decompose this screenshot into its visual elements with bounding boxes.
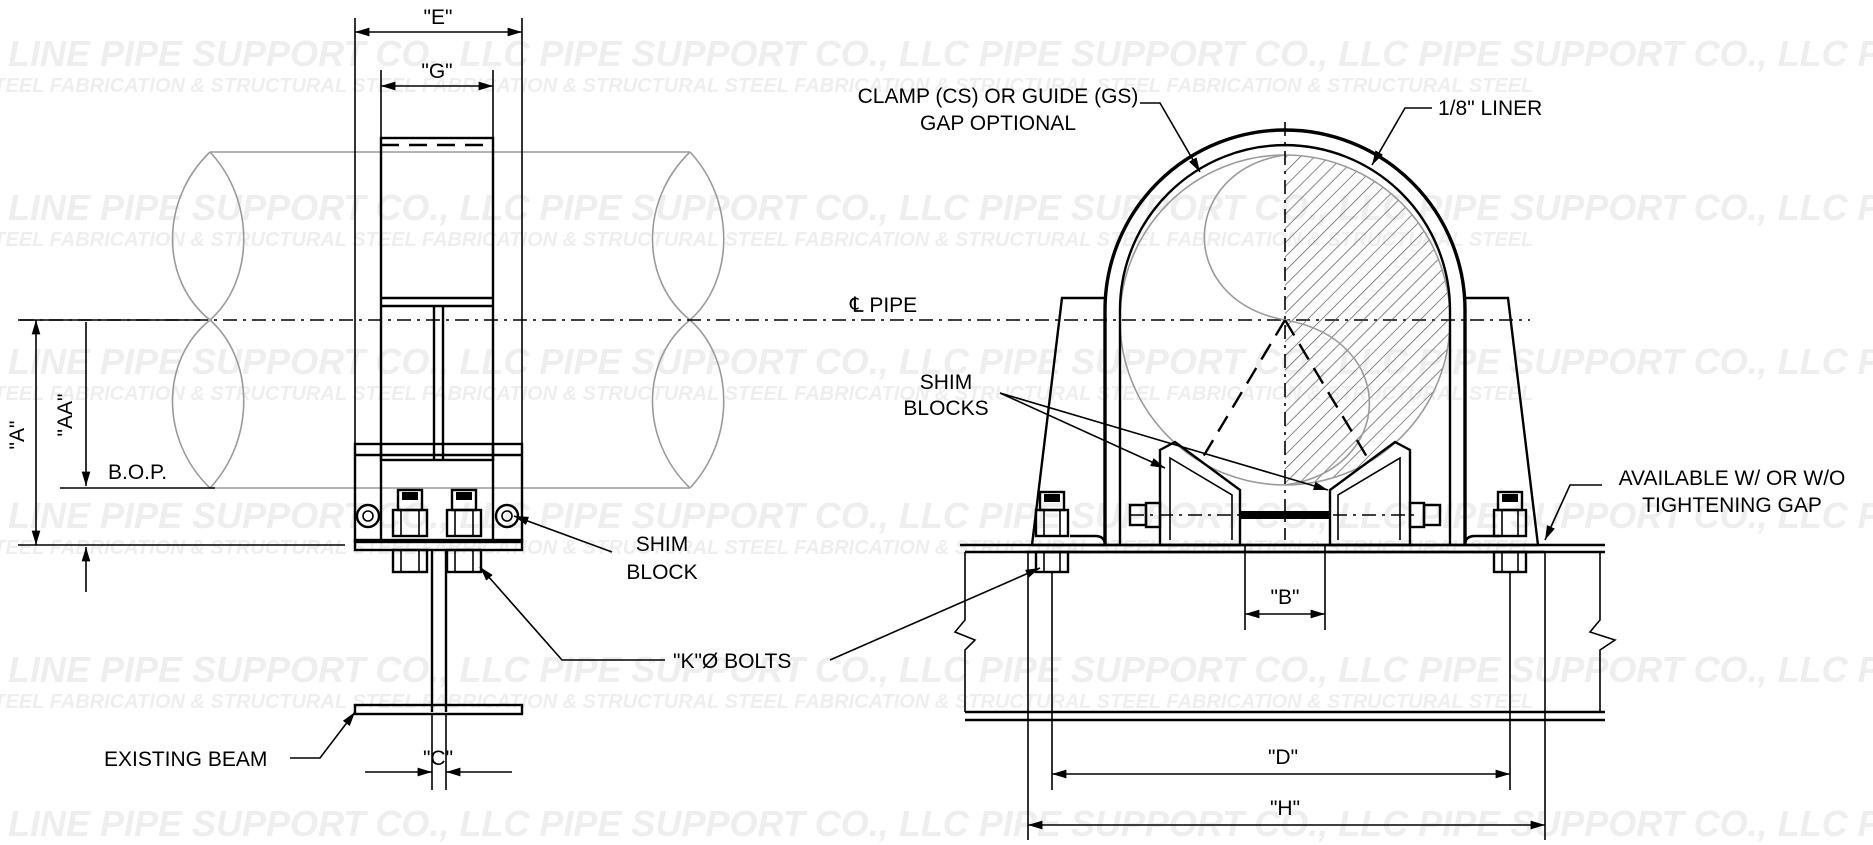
rod-nut — [1422, 503, 1442, 527]
beam-break-right — [1588, 552, 1617, 712]
dimension-h-label: "H" — [1270, 797, 1300, 820]
shim-plug — [355, 503, 381, 529]
cl-pipe-label: ℄ PIPE — [849, 294, 917, 317]
bolt — [391, 488, 429, 574]
watermark-line: STEEL FABRICATION & STRUCTURAL STEEL FAB… — [0, 537, 1533, 559]
dimension-a-label: "A" — [6, 421, 29, 450]
shim-block-leader — [513, 515, 613, 553]
beam-bottom-flange — [353, 703, 524, 716]
watermark-line: STEEL FABRICATION & STRUCTURAL STEEL FAB… — [0, 229, 1533, 251]
shim-blocks-leader — [999, 392, 1329, 491]
pipe-break-left-inner — [208, 151, 245, 489]
k-bolts-leader-right — [829, 567, 1041, 661]
shim-plug — [501, 510, 513, 522]
dimension-b-label: "B" — [1271, 586, 1300, 609]
dimension-d-label: "D" — [1268, 746, 1298, 769]
base-plate-left — [1030, 296, 1105, 546]
base-plate-right — [1465, 296, 1540, 546]
watermark: E-Z LINE PIPE SUPPORT CO., LLC PIPE SUPP… — [0, 33, 1873, 844]
k-bolts-leader — [479, 566, 665, 661]
dimension-e-label: "E" — [424, 6, 453, 29]
shim-block-housing — [353, 442, 524, 544]
shim-block-label: SHIM — [636, 533, 689, 556]
clamp-foot-right — [1463, 534, 1500, 546]
watermark-line: E-Z LINE PIPE SUPPORT CO., LLC PIPE SUPP… — [0, 649, 1873, 690]
beam-flange — [353, 538, 524, 552]
dimension-aa-label: "AA" — [54, 394, 77, 437]
clamp-leader — [1140, 102, 1201, 173]
shim-plug — [362, 510, 374, 522]
front-view: "B" "D" "H" ℄ PIPE CLAMP (CS) OR GUIDE (… — [829, 85, 1846, 840]
bolt — [445, 488, 483, 574]
liner-leader — [1371, 107, 1432, 166]
existing-beam-leader — [290, 711, 356, 759]
side-view: "E" "G" "A" "AA" B.O.P. SHIM BLOCK "K"Ø … — [6, 6, 1530, 790]
watermark-line: E-Z LINE PIPE SUPPORT CO., LLC PIPE SUPP… — [0, 803, 1873, 844]
available-leader — [1544, 484, 1602, 541]
watermark-line: E-Z LINE PIPE SUPPORT CO., LLC PIPE SUPP… — [0, 187, 1873, 228]
watermark-line: STEEL FABRICATION & STRUCTURAL STEEL FAB… — [0, 691, 1533, 713]
watermark-line: E-Z LINE PIPE SUPPORT CO., LLC PIPE SUPP… — [0, 33, 1873, 74]
existing-beam-label: EXISTING BEAM — [104, 748, 267, 771]
shim-block-left-inner — [1169, 456, 1233, 540]
shim-block-right-inner — [1337, 456, 1401, 540]
k-bolts-label: "K"Ø BOLTS — [673, 650, 791, 673]
liner-label: 1/8" LINER — [1438, 97, 1542, 120]
rod-nut — [1144, 501, 1162, 529]
dimension-c-label: "C" — [423, 747, 453, 770]
shim-blocks-label: BLOCKS — [903, 397, 988, 420]
clamp-u-inner — [1118, 143, 1452, 545]
available-label: AVAILABLE W/ OR W/O — [1619, 467, 1846, 490]
watermark-line: E-Z LINE PIPE SUPPORT CO., LLC PIPE SUPP… — [0, 495, 1873, 536]
clamp-label: GAP OPTIONAL — [920, 112, 1076, 135]
available-label: TIGHTENING GAP — [1642, 494, 1822, 517]
shim-blocks-leader — [999, 392, 1166, 469]
shim-blocks-label: SHIM — [920, 371, 973, 394]
dimension-g-label: "G" — [421, 60, 452, 83]
watermark-line: E-Z LINE PIPE SUPPORT CO., LLC PIPE SUPP… — [0, 341, 1873, 382]
clamp-foot-left — [1070, 534, 1107, 546]
clamp-label: CLAMP (CS) OR GUIDE (GS) — [858, 85, 1139, 108]
bop-label: B.O.P. — [108, 461, 167, 484]
beam-break-left — [953, 552, 977, 712]
shim-block-label: BLOCK — [626, 561, 697, 584]
watermark-line: STEEL FABRICATION & STRUCTURAL STEEL FAB… — [0, 75, 1533, 97]
watermark-line: STEEL FABRICATION & STRUCTURAL STEEL FAB… — [0, 383, 1533, 405]
